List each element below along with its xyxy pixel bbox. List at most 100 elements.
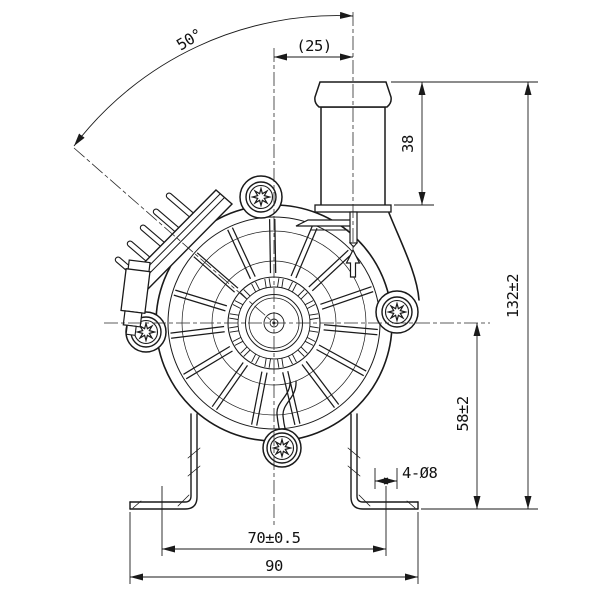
rib-line [308, 249, 349, 288]
slot-line [251, 353, 257, 363]
slot-line [291, 353, 297, 363]
slot-line [229, 313, 239, 316]
slot-line [281, 358, 284, 368]
cooling-ribs [170, 218, 378, 426]
rib-line [268, 219, 272, 274]
electrical-connector [114, 189, 234, 336]
slot-line [232, 304, 242, 310]
axis-to-base-dimension-label: 58±2 [454, 396, 472, 431]
slot-line [255, 281, 261, 291]
slot-line [232, 336, 242, 342]
slot-line [304, 300, 314, 306]
rib-line [171, 331, 225, 339]
bleed-nipple-tip [348, 242, 359, 248]
rib-line [193, 256, 236, 293]
mounting-bracket-right [347, 413, 419, 510]
slot-line [306, 336, 316, 342]
stator-slot-ring [229, 278, 319, 368]
slot-line [306, 304, 316, 310]
slot-line [287, 355, 293, 365]
rib-line [321, 291, 374, 310]
bend-hatch [132, 447, 201, 509]
dimension-annotations: 50° (25) 38 132±2 58±2 4-Ø8 70±0.5 90 [73, 11, 538, 584]
rib-line [231, 227, 256, 277]
slot-line [297, 289, 305, 297]
rib-line [323, 329, 378, 336]
slot-line [243, 289, 251, 297]
connector-axis-centerline [73, 147, 275, 324]
slot-line [277, 358, 280, 368]
slot-line [251, 283, 257, 293]
slot-line [309, 317, 319, 320]
rib-line [196, 252, 239, 289]
slot-line [264, 278, 267, 288]
rib-line [250, 371, 263, 425]
slot-line [264, 358, 267, 368]
rib-line [175, 289, 228, 307]
angle-dimension-arc [73, 11, 354, 147]
rib-line [323, 324, 378, 331]
rib-line [282, 372, 296, 426]
slot-line [243, 349, 251, 357]
rib-line [290, 226, 313, 277]
outlet-port [295, 81, 392, 278]
slot-line [291, 283, 297, 293]
port-offset-dimension-label: (25) [296, 37, 331, 55]
slot-line [229, 317, 239, 320]
rib-line [320, 286, 372, 305]
slot-line [277, 278, 280, 288]
rib-line [316, 348, 365, 377]
overall-height-dimension-label: 132±2 [504, 274, 522, 318]
mounting-bracket-left [129, 413, 201, 510]
flow-direction-arrow [345, 248, 361, 278]
slot-line [309, 326, 319, 329]
socket-step [122, 310, 143, 328]
rib-line [170, 325, 225, 334]
rib-line [173, 294, 226, 312]
slot-line [281, 278, 284, 288]
rib-line [256, 372, 268, 426]
rib-line [311, 253, 353, 292]
bleed-nipple [349, 211, 358, 244]
base-width-dimension-label: 90 [265, 557, 283, 575]
slot-line [309, 330, 319, 333]
socket-nub [125, 324, 137, 336]
slot-line [255, 355, 261, 365]
socket-body [120, 267, 151, 315]
rib-line [274, 218, 277, 274]
angle-dimension-label: 50° [173, 25, 205, 54]
torx-screw [266, 432, 298, 464]
torx-screw [381, 296, 413, 328]
slot-line [234, 300, 244, 306]
slot-line [234, 340, 244, 346]
rib-line [295, 228, 318, 279]
rib-line [211, 362, 244, 408]
rib-line [215, 365, 249, 411]
bracket-leg [350, 413, 419, 510]
slot-line [229, 330, 239, 333]
rib-line [287, 370, 301, 424]
slot-line [297, 349, 305, 357]
torx-screw [245, 181, 277, 213]
rib-line [227, 229, 252, 280]
slot-line [304, 340, 314, 346]
slot-line [268, 358, 271, 368]
volute-edge [388, 212, 420, 301]
slot-line [287, 281, 293, 291]
mounting-holes-label: 4-Ø8 [402, 464, 437, 482]
port-bracket [295, 219, 353, 227]
bend-hatch [347, 447, 416, 509]
hole-spacing-dimension-label: 70±0.5 [248, 529, 301, 547]
slot-line [309, 313, 319, 316]
slot-line [240, 346, 248, 354]
bracket-leg [129, 413, 198, 510]
rib-line [301, 364, 335, 408]
rib-line [305, 361, 340, 405]
slot-line [300, 292, 308, 300]
barb-length-dimension-label: 38 [399, 135, 417, 153]
bracket-leg [129, 413, 192, 503]
rib-line [318, 344, 367, 372]
rib-line [185, 350, 233, 380]
bracket-leg [356, 413, 419, 503]
